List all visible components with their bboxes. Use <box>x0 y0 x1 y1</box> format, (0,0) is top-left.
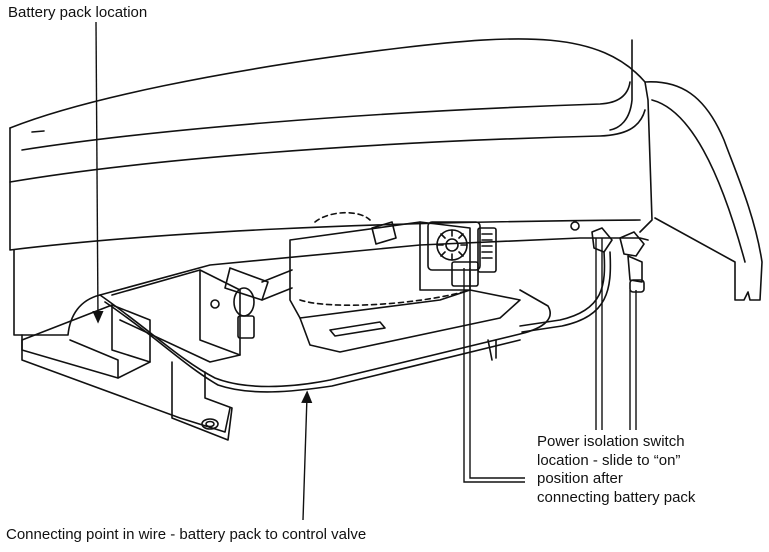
tray-rim <box>99 289 551 388</box>
switch-ribs <box>481 233 493 259</box>
battery-bracket-front <box>69 339 119 379</box>
power-switch-label-line-1: Power isolation switch <box>537 433 685 450</box>
battery-pack-label: Battery pack location <box>8 4 148 21</box>
lid-front-edge <box>9 109 646 183</box>
side-flap <box>644 81 763 301</box>
valve-dashed <box>299 211 471 307</box>
leader-battery <box>92 21 104 324</box>
connecting-point-label: Connecting point in wire - battery pack … <box>6 526 367 543</box>
switch-block <box>477 227 497 273</box>
lid-mark <box>31 130 45 133</box>
fitting-right <box>619 231 645 257</box>
power-switch-label-line-2: location - slide to “on” <box>537 451 681 469</box>
power-switch-label-line-3: position after <box>537 470 623 487</box>
battery-box <box>111 269 241 363</box>
valve-slot <box>329 321 386 337</box>
valve-stem <box>627 255 643 283</box>
valve-housing-edge <box>419 221 471 291</box>
pipe-end <box>233 287 255 317</box>
lid-inner-rim <box>21 81 631 151</box>
hose-inner <box>521 251 612 333</box>
drip-pin <box>487 339 497 361</box>
battery-box-edge <box>199 269 241 356</box>
lid-outline <box>9 38 653 233</box>
tray-outline <box>21 237 649 336</box>
leader-controller <box>469 268 525 479</box>
tray-front <box>21 334 231 433</box>
bolt-right <box>570 221 580 231</box>
mount-leg <box>171 361 233 441</box>
mount-hole <box>201 418 219 430</box>
bolt-left <box>210 299 220 309</box>
controller-box <box>427 221 481 271</box>
connector-block <box>451 261 479 287</box>
body-band-lower <box>13 249 23 336</box>
battery-bracket-top <box>111 304 151 363</box>
power-switch-label: Power isolation switch location - slide … <box>537 433 695 507</box>
controller-spokes <box>436 229 468 261</box>
mount-hole-inner <box>205 420 215 428</box>
pipe-body <box>261 269 293 301</box>
leader-controller-2 <box>463 268 525 483</box>
lid-corner-right <box>609 39 633 131</box>
valve-cap <box>629 279 645 293</box>
fitting-left <box>591 227 613 253</box>
controller-dial-inner <box>445 238 459 252</box>
side-flap-inner <box>651 99 746 263</box>
leader-connect <box>301 390 313 521</box>
power-switch-label-line-4: connecting battery pack <box>537 488 696 506</box>
small-clip <box>371 221 397 245</box>
pipe-coupling <box>224 267 269 301</box>
body-band <box>9 181 641 251</box>
hose <box>519 251 606 327</box>
pipe-clamp <box>237 315 255 339</box>
valve-plate <box>299 289 521 353</box>
